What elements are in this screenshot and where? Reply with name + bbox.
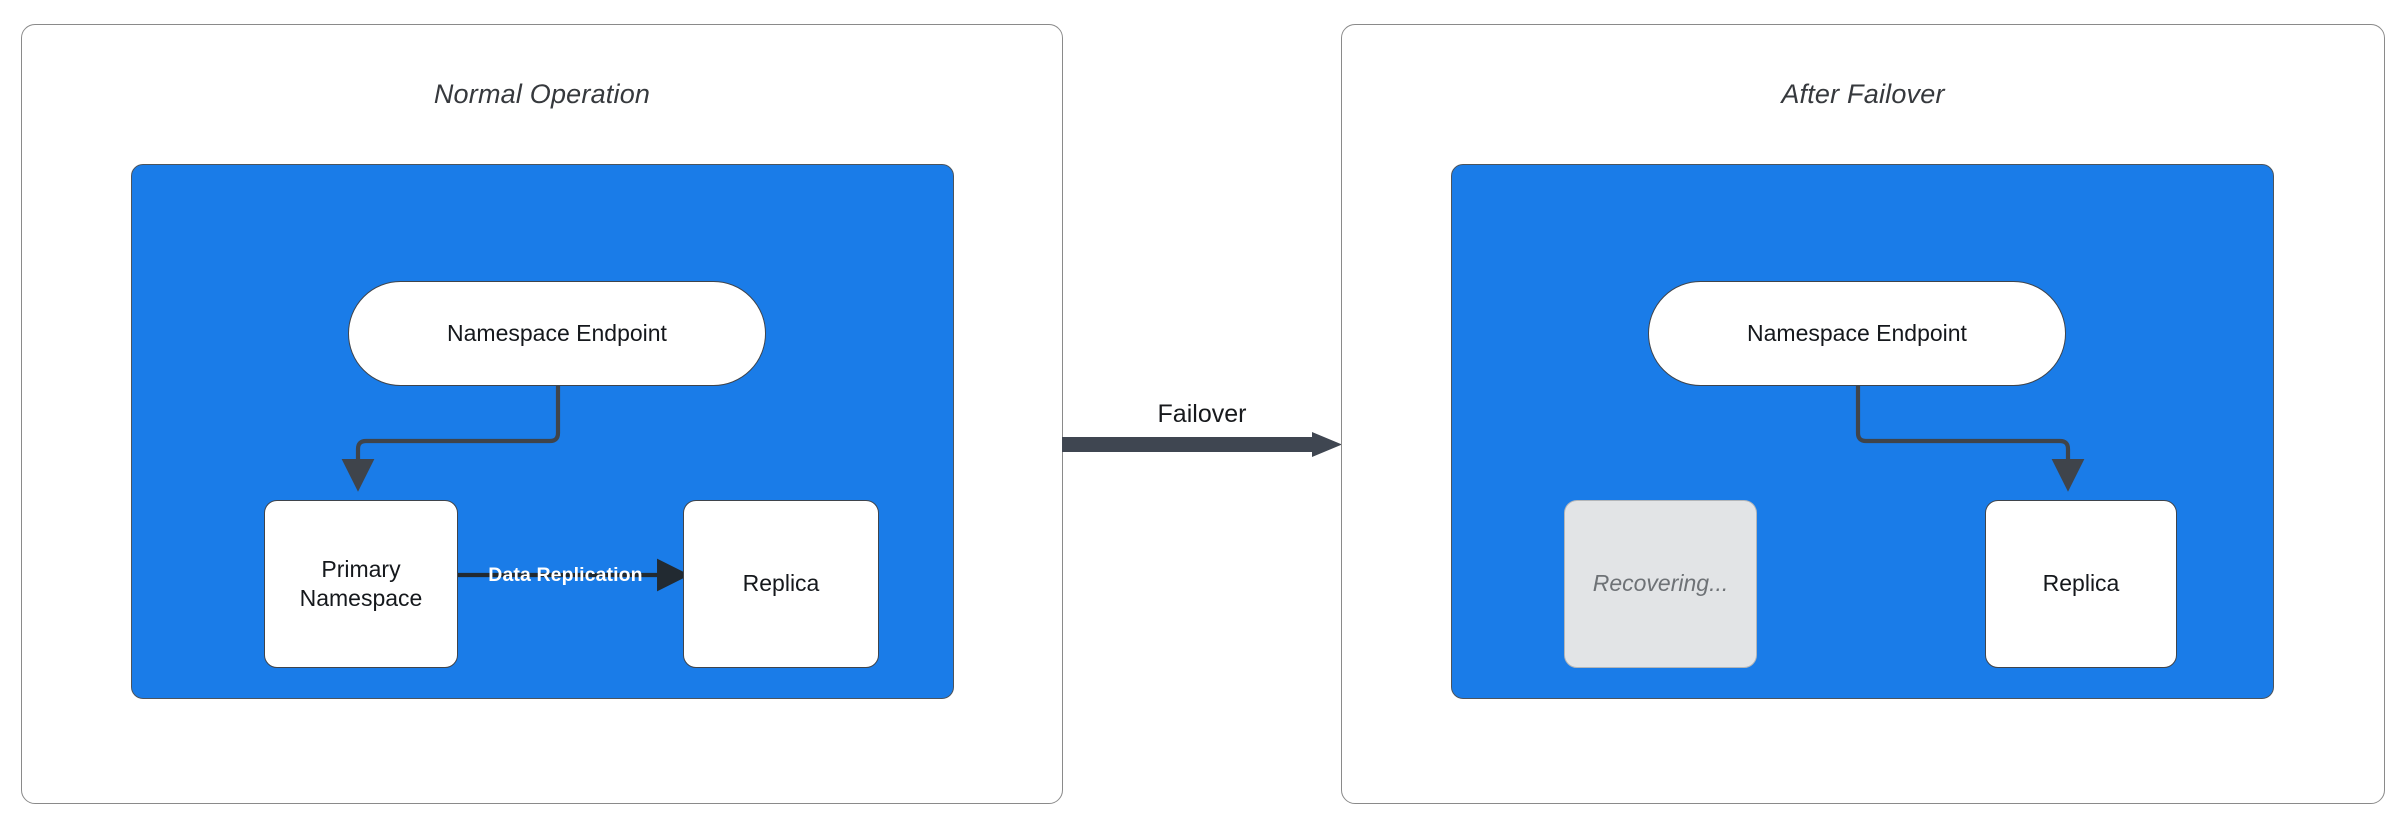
node-namespace-endpoint[interactable]: Namespace Endpoint	[1648, 281, 2066, 386]
edge-label-data-replication: Data Replication	[488, 564, 643, 586]
failover-label: Failover	[1157, 400, 1247, 428]
node-label: Replica	[742, 570, 820, 597]
node-namespace-endpoint[interactable]: Namespace Endpoint	[348, 281, 766, 386]
failover-arrow	[1062, 432, 1342, 466]
node-label-line-1: Primary	[321, 555, 401, 582]
region-after-failover: Namespace Endpoint Recovering... Replica	[1451, 164, 2274, 699]
node-label: Namespace Endpoint	[447, 319, 667, 346]
node-label: Replica	[2042, 570, 2120, 597]
panel-normal-operation: Normal Operation	[21, 24, 1063, 804]
panel-after-failover: After Failover Namespace Endpoint	[1341, 24, 2385, 804]
node-label: Namespace Endpoint	[1747, 319, 1967, 346]
node-replica[interactable]: Replica	[683, 500, 879, 668]
node-label: Primary Namespace	[300, 555, 423, 614]
node-primary-namespace[interactable]: Primary Namespace	[264, 500, 458, 668]
region-normal-operation: Namespace Endpoint Primary Namespace Rep…	[131, 164, 954, 699]
node-replica[interactable]: Replica	[1985, 500, 2177, 668]
failover-transition: Failover	[1062, 400, 1342, 470]
node-label-line-2: Namespace	[299, 585, 423, 611]
panel-title-after-failover: After Failover	[1781, 79, 1945, 109]
node-recovering[interactable]: Recovering...	[1564, 500, 1757, 668]
panel-title-normal-operation: Normal Operation	[433, 79, 651, 109]
node-label: Recovering...	[1592, 570, 1729, 597]
